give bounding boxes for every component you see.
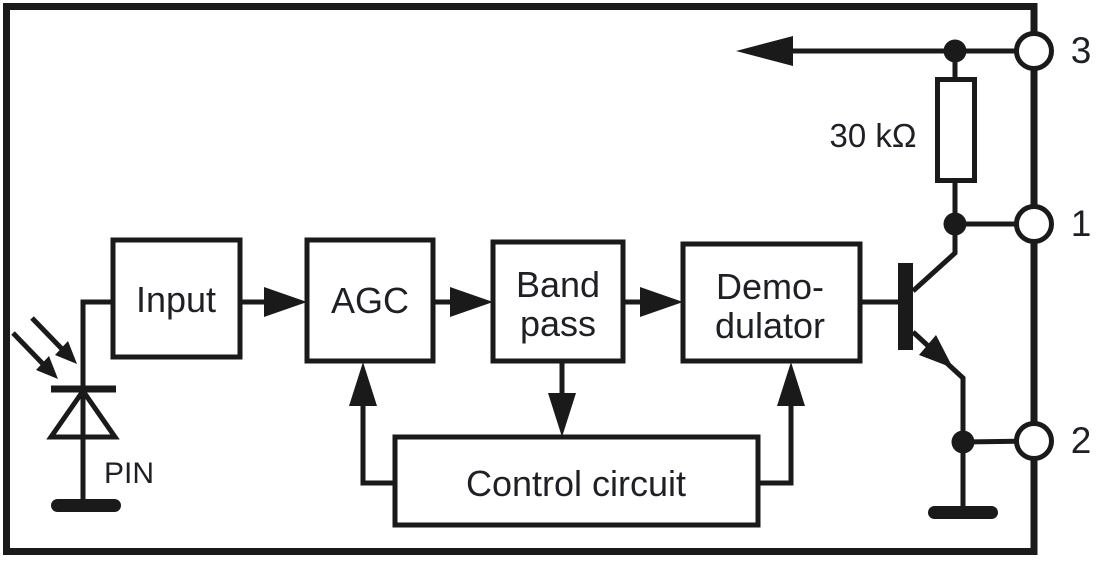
agc-label: AGC <box>331 280 409 321</box>
pin-1-number: 1 <box>1071 203 1092 244</box>
pin-photodiode <box>11 299 121 512</box>
demodulator-label-line1: Demo- <box>716 266 824 307</box>
band-pass-label-line2: pass <box>520 303 596 344</box>
block-input <box>110 237 243 360</box>
wire-control-to-agc <box>360 404 395 486</box>
band-pass-label-line1: Band <box>516 264 600 305</box>
arrowhead-control-to-demodulator <box>777 362 805 406</box>
junction-dot-pin3 <box>943 39 967 63</box>
arrowhead-bandpass-to-demodulator <box>640 287 683 317</box>
transistor-emitter-arrowhead <box>919 335 953 368</box>
wire-control-to-demodulator <box>758 404 794 486</box>
input-label: Input <box>136 279 216 320</box>
resistor-value-label: 30 kΩ <box>829 117 916 154</box>
incident-light-arrow-1 <box>30 316 64 351</box>
ground-symbol-photodiode <box>51 499 121 512</box>
junction-dot-pin1 <box>943 212 967 236</box>
arrowhead-control-to-agc <box>349 362 377 406</box>
demodulator-label-line2: dulator <box>715 305 825 346</box>
arrowhead-bandpass-to-control <box>548 393 576 437</box>
pin-3-terminal <box>1014 31 1054 71</box>
arrowhead-agc-to-bandpass <box>450 287 493 317</box>
pin-1-terminal <box>1014 204 1054 244</box>
arrowhead-input-to-agc <box>264 287 307 317</box>
incident-light-arrow-2 <box>11 331 45 366</box>
arrowhead-supply-left <box>736 36 793 66</box>
control-circuit-label: Control circuit <box>466 463 686 504</box>
ground-symbol-emitter <box>928 506 998 519</box>
supply-branch <box>736 36 1034 227</box>
junction-dot-pin2 <box>951 430 975 454</box>
wire-photodiode-to-input <box>80 299 113 391</box>
photodiode-label: PIN <box>104 457 154 490</box>
signal-chain <box>240 287 683 317</box>
pin-terminals <box>1014 31 1054 461</box>
function-blocks <box>110 237 863 528</box>
control-feedback <box>349 361 805 486</box>
block-agc <box>304 237 436 364</box>
pin-2-terminal <box>1014 421 1054 461</box>
junction-dots <box>943 39 975 454</box>
pin-2-number: 2 <box>1071 420 1092 461</box>
incident-light-arrowhead-1 <box>55 341 77 364</box>
pin-3-number: 3 <box>1071 30 1092 71</box>
resistor-body <box>935 77 977 183</box>
transistor-base-bar <box>898 263 913 350</box>
incident-light-arrowhead-2 <box>36 356 58 379</box>
